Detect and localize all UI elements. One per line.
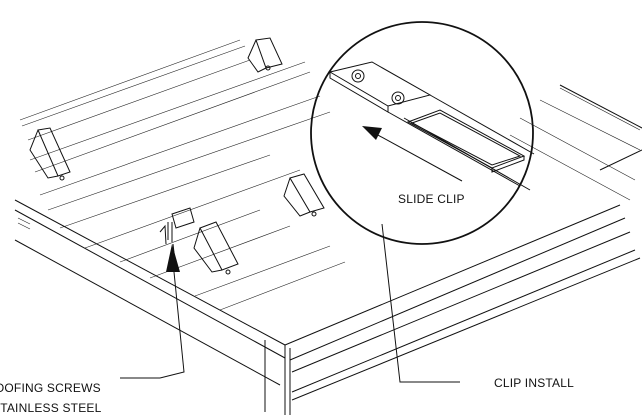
panel-clip-4	[193, 221, 239, 275]
panel-ribs	[19, 39, 641, 311]
leader-lines	[120, 223, 460, 383]
front-frame	[14, 84, 642, 415]
label-clip-install: CLIP INSTALL	[494, 376, 574, 390]
detail-magnifier	[310, 21, 535, 245]
slide-direction-arrow	[362, 126, 463, 182]
panel-clip-2	[247, 37, 283, 73]
panel-clip-3	[283, 173, 325, 217]
label-roofing-screws: ROOFING SCREWS	[0, 381, 101, 395]
panel-assembly	[14, 37, 642, 415]
panel-clip-1	[29, 127, 71, 181]
label-stainless-steel: STAINLESS STEEL	[0, 401, 102, 415]
label-slide-clip: SLIDE CLIP	[398, 192, 465, 206]
roofing-screw-detail	[159, 207, 195, 272]
